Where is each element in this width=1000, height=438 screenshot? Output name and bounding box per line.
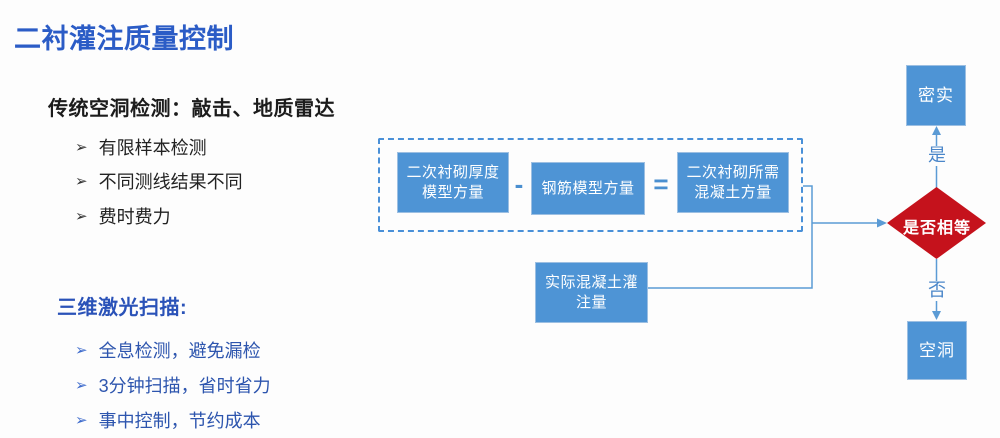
flow-box-result-dense: 密实 [906,65,966,126]
decision-diamond [887,187,986,259]
bullet-text: 费时费力 [98,207,171,227]
equals-operator: = [653,169,669,199]
formula-group-outline [378,138,803,232]
list-item: ➢ 3分钟扫描，省时省力 [75,372,271,398]
box-text-line: 空洞 [919,340,955,360]
traditional-detection-heading: 传统空洞检测：敲击、地质雷达 [48,98,335,120]
page-title: 二衬灌注质量控制 [14,24,234,54]
arrow-bullet-icon: ➢ [75,341,88,359]
flow-box-lining-thickness-model-volume: 二次衬砌厚度 模型方量 [397,152,509,213]
laser-scan-heading: 三维激光扫描: [57,297,188,319]
decision-label: 是否相等 [902,220,971,237]
flow-box-actual-pour-volume: 实际混凝土灌 注量 [535,262,648,323]
bullet-text: 事中控制，节约成本 [98,411,261,431]
box-text-line: 实际混凝土灌 [544,273,638,291]
arrow-bullet-icon: ➢ [75,172,88,190]
bullet-text: 有限样本检测 [98,138,207,158]
list-item: ➢ 事中控制，节约成本 [75,407,261,433]
flow-box-required-concrete-volume: 二次衬砌所需 混凝土方量 [677,152,789,213]
box-text-line: 密实 [918,85,954,105]
no-branch-label: 否 [927,280,947,301]
minus-operator: - [514,169,524,199]
box-text-line: 混凝土方量 [694,183,772,201]
arrow-bullet-icon: ➢ [75,138,88,156]
box-text-line: 注量 [575,293,607,311]
arrow-bullet-icon: ➢ [75,207,88,225]
arrow-bullet-icon: ➢ [75,376,88,394]
list-item: ➢ 全息检测，避免漏检 [75,337,261,363]
list-item: ➢ 不同测线结果不同 [75,168,243,194]
flow-box-rebar-model-volume: 钢筋模型方量 [531,162,645,215]
bullet-text: 全息检测，避免漏检 [98,341,261,361]
bullet-text: 3分钟扫描，省时省力 [98,376,271,396]
arrow-bullet-icon: ➢ [75,411,88,429]
box-text-line: 二次衬砌厚度 [406,163,500,181]
box-text-line: 模型方量 [421,183,484,201]
list-item: ➢ 费时费力 [75,203,171,229]
box-text-line: 钢筋模型方量 [541,179,635,197]
box-text-line: 二次衬砌所需 [686,163,780,181]
flow-box-result-void: 空洞 [907,321,967,380]
bullet-text: 不同测线结果不同 [98,172,243,192]
list-item: ➢ 有限样本检测 [75,134,207,160]
yes-branch-label: 是 [927,145,947,166]
